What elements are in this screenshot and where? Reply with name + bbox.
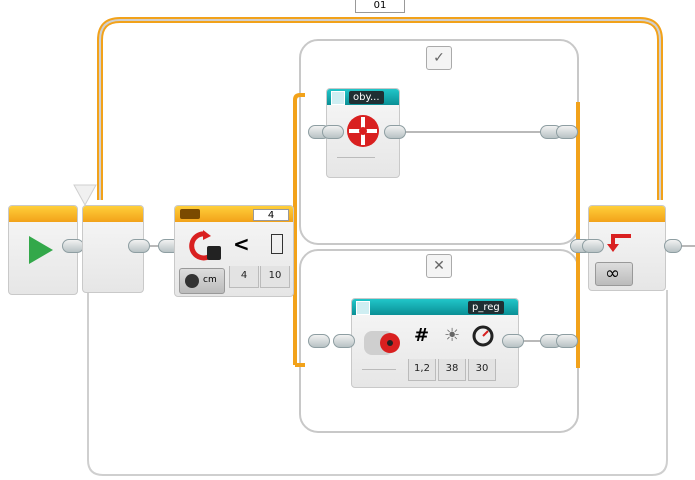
p-reg-param-1[interactable]: 1,2 — [408, 359, 436, 381]
threshold-input-icon[interactable] — [271, 234, 283, 254]
switch-mode-icon[interactable] — [180, 209, 200, 219]
myblock-label[interactable]: oby... — [349, 91, 384, 104]
sensor-mode-icon — [185, 274, 199, 288]
switch-condition-block[interactable]: 4 < cm 4 10 — [174, 205, 294, 297]
p-reg-param-3[interactable]: 30 — [468, 359, 496, 381]
myblock-icon — [356, 301, 370, 315]
start-output-connector[interactable] — [62, 239, 84, 253]
myblock-label[interactable]: p_reg — [468, 301, 504, 314]
unit-label: cm — [203, 275, 217, 285]
compare-operator[interactable]: < — [233, 232, 250, 256]
loop-end-connector-in[interactable] — [582, 239, 604, 253]
gauge-icon — [472, 325, 494, 347]
param-symbol-sun: ☀ — [444, 325, 461, 346]
loop-return-icon — [607, 234, 631, 252]
p-reg-param-2[interactable]: 38 — [438, 359, 466, 381]
loop-name-label[interactable]: 01 — [355, 0, 405, 13]
motor-control-icon — [347, 115, 379, 147]
large-motor-icon — [364, 331, 400, 355]
loop-seq-connector-in[interactable] — [128, 239, 150, 253]
switch-compare-value[interactable]: 4 — [253, 209, 289, 221]
tab-true-case[interactable]: ✓ — [426, 46, 452, 70]
false-case-connector-in[interactable] — [308, 334, 330, 348]
myblock-oby-in[interactable] — [322, 125, 344, 139]
myblock-p-reg-out[interactable] — [502, 334, 524, 348]
distance-mode-button[interactable]: cm — [179, 268, 225, 294]
start-block[interactable] — [8, 205, 78, 295]
myblock-oby-out[interactable] — [384, 125, 406, 139]
myblock-p-reg[interactable]: p_reg # ☀ 1,2 38 30 — [351, 298, 519, 388]
true-case-connector-end[interactable] — [556, 125, 578, 139]
myblock-p-reg-in[interactable] — [333, 334, 355, 348]
compare-type-param[interactable]: 4 — [229, 266, 259, 288]
loop-mode-button[interactable]: ∞ — [595, 262, 633, 286]
play-icon[interactable] — [27, 234, 55, 266]
param-symbol-hash: # — [414, 325, 430, 346]
tab-false-case[interactable]: ✕ — [426, 254, 452, 278]
false-case-connector-end[interactable] — [556, 334, 578, 348]
ultrasonic-sensor-icon[interactable] — [189, 230, 223, 262]
myblock-icon — [331, 91, 345, 105]
loop-end-connector-out[interactable] — [664, 239, 682, 253]
infinity-icon: ∞ — [605, 263, 620, 284]
threshold-param[interactable]: 10 — [260, 266, 290, 288]
